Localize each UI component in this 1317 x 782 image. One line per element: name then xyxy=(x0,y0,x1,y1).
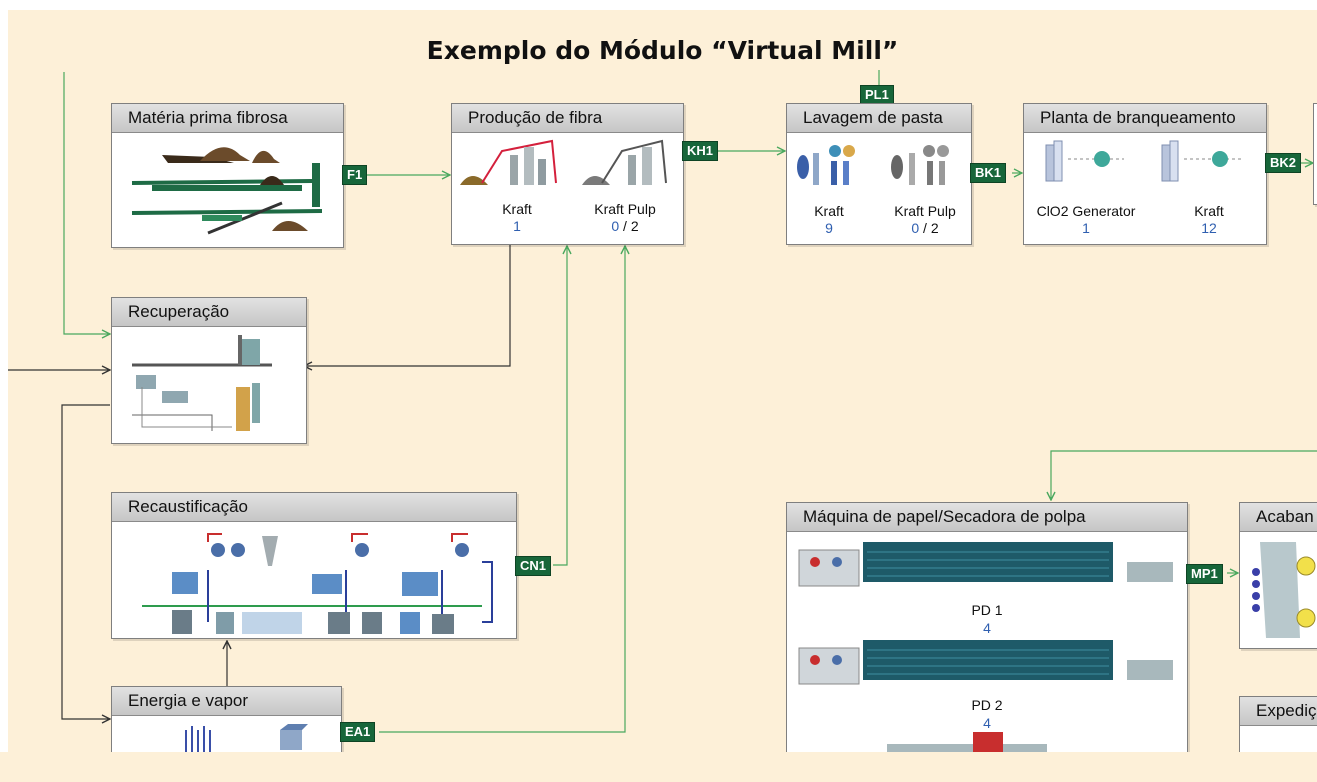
item-count[interactable]: 0 / 2 xyxy=(611,218,639,234)
footer-band xyxy=(0,752,1317,782)
item-count[interactable]: 1 xyxy=(482,218,552,234)
boiler-art xyxy=(185,724,308,752)
item-label: Kraft Pulp xyxy=(894,203,956,219)
woodyard-art xyxy=(131,147,323,235)
fiberline-art xyxy=(460,139,667,185)
link-recuperacao-energia xyxy=(61,404,110,719)
washer-art xyxy=(797,145,949,185)
item-count[interactable]: 4 xyxy=(947,715,1027,731)
count-value: 4 xyxy=(983,620,991,636)
count-total: 2 xyxy=(630,218,639,234)
count-value: 0 xyxy=(911,220,920,236)
connection-lines xyxy=(8,70,1317,733)
module-materia-prima[interactable]: Matéria prima fibrosa xyxy=(111,103,344,248)
paper-machine-art xyxy=(798,542,1173,752)
item-count[interactable]: 9 xyxy=(799,220,859,236)
link-ea1-producao xyxy=(379,246,625,733)
item-count[interactable]: 1 xyxy=(1030,220,1142,236)
module-title: Produção de fibra xyxy=(452,104,683,133)
item-label: PD 2 xyxy=(971,697,1003,713)
module-title: Matéria prima fibrosa xyxy=(112,104,343,133)
module-title: Recaustificação xyxy=(112,493,516,522)
item-label: ClO2 Generator xyxy=(1036,203,1136,219)
count-total: 2 xyxy=(930,220,939,236)
port-bk1[interactable]: BK1 xyxy=(970,163,1007,183)
port-ea1[interactable]: EA1 xyxy=(340,722,376,742)
count-value: 4 xyxy=(983,715,991,731)
module-maquina-papel[interactable]: Máquina de papel/Secadora de polpa PD 1 … xyxy=(786,502,1188,752)
module-title: Recuperação xyxy=(112,298,306,327)
item-count[interactable]: 12 xyxy=(1174,220,1244,236)
diagram-canvas: Exemplo do Módulo “Virtual Mill” Matéria… xyxy=(8,10,1317,752)
item-label: PD 1 xyxy=(971,602,1003,618)
port-f1[interactable]: F1 xyxy=(342,165,368,185)
module-offscreen-right[interactable] xyxy=(1313,103,1317,205)
link-left-recuperacao xyxy=(63,72,110,334)
item-count[interactable]: 0 / 2 xyxy=(911,220,939,236)
diagram-title: Exemplo do Módulo “Virtual Mill” xyxy=(426,36,899,65)
module-title: Planta de branqueamento xyxy=(1024,104,1266,133)
module-title: Máquina de papel/Secadora de polpa xyxy=(787,503,1187,532)
bleach-art xyxy=(1045,140,1244,182)
link-producao-recuperacao xyxy=(304,243,511,366)
module-expedicao[interactable]: Expediç xyxy=(1239,696,1317,752)
count-value: 1 xyxy=(513,218,521,234)
module-energia-vapor[interactable]: Energia e vapor xyxy=(111,686,342,752)
link-top-maquina xyxy=(1051,450,1317,500)
module-title: Expediç xyxy=(1240,697,1317,726)
module-producao-fibra[interactable]: Produção de fibra Kraft 1 Kraft Pulp 0 /… xyxy=(451,103,684,245)
port-mp1[interactable]: MP1 xyxy=(1186,564,1223,584)
count-value: 0 xyxy=(611,218,620,234)
port-kh1[interactable]: KH1 xyxy=(682,141,719,161)
module-acabamento[interactable]: Acaban xyxy=(1239,502,1317,649)
module-lavagem-pasta[interactable]: Lavagem de pasta Kraft 9 Kraft Pulp 0 / … xyxy=(786,103,972,245)
module-title: Acaban xyxy=(1240,503,1317,532)
item-label: Kraft xyxy=(1194,203,1224,219)
count-value: 1 xyxy=(1082,220,1090,236)
port-bk2[interactable]: BK2 xyxy=(1265,153,1302,173)
recovery-boiler-art xyxy=(132,335,272,431)
module-branqueamento[interactable]: Planta de branqueamento ClO2 Generator 1… xyxy=(1023,103,1267,245)
item-label: Kraft xyxy=(814,203,844,219)
item-label: Kraft Pulp xyxy=(594,201,656,217)
link-cn1-producao xyxy=(553,246,567,566)
finishing-roll-art xyxy=(1252,542,1316,638)
item-label: Kraft xyxy=(502,201,532,217)
module-recuperacao[interactable]: Recuperação xyxy=(111,297,307,444)
item-count[interactable]: 4 xyxy=(947,620,1027,636)
module-title: Energia e vapor xyxy=(112,687,341,716)
module-title: Lavagem de pasta xyxy=(787,104,971,133)
count-value: 12 xyxy=(1201,220,1217,236)
port-cn1[interactable]: CN1 xyxy=(515,556,552,576)
count-value: 9 xyxy=(825,220,833,236)
port-pl1[interactable]: PL1 xyxy=(860,85,894,105)
recausticizing-art xyxy=(142,533,493,634)
module-recaustificacao[interactable]: Recaustificação xyxy=(111,492,517,639)
